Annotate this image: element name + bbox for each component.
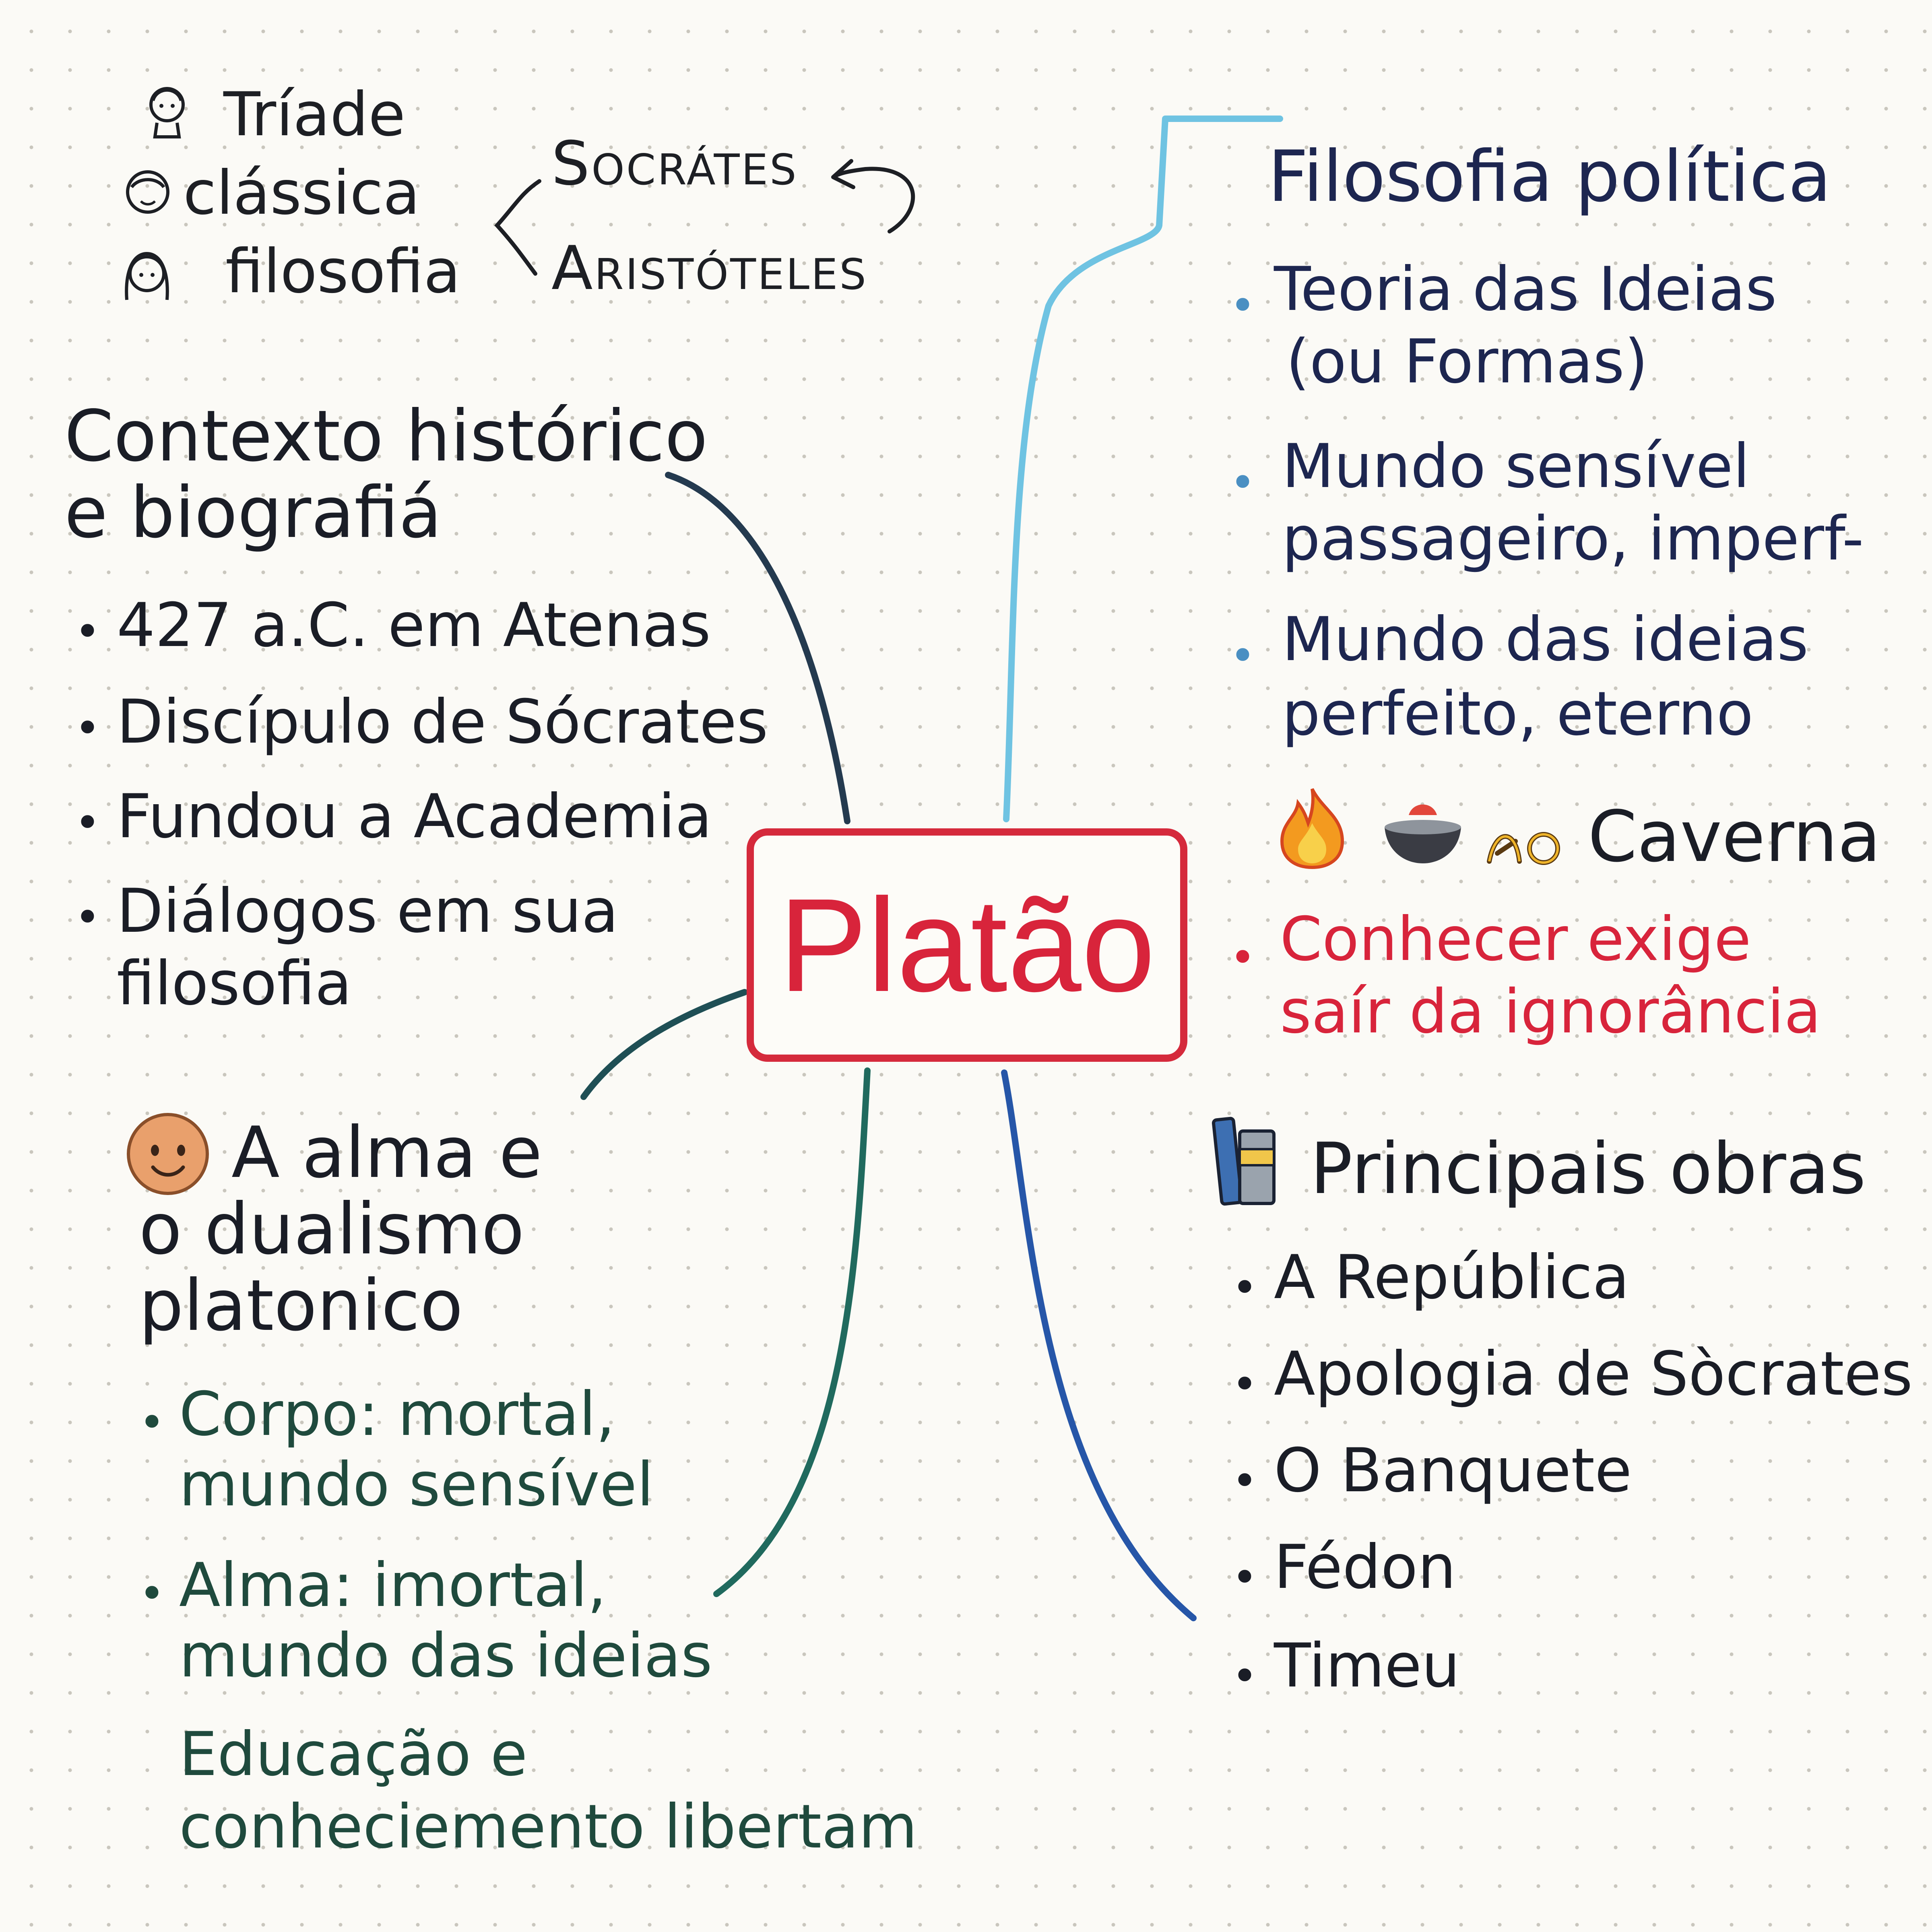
bullet-dot: • [1232,1358,1258,1410]
soul-footer-line-2: conheciemento libertam [179,1792,918,1862]
triad-line-1: Tríade [223,80,406,150]
central-title: Platão [778,871,1156,1019]
works-item-1: A República [1274,1243,1630,1313]
bullet-dot: • [74,797,101,848]
works-title: Principais obras [1310,1128,1866,1210]
fire-icon [1280,788,1344,869]
bullet-dot: • [1230,457,1256,508]
bullet-dot: • [1230,932,1256,983]
bullet-dot: • [1232,1455,1258,1507]
works-item-4: Fédon [1274,1532,1456,1602]
triad-return-arrow [831,159,915,233]
cave-glyph-icon [1487,832,1560,865]
soul-title-line-1: A alma e [231,1112,543,1194]
politics-item-3-line-1: Mundo das ideias [1282,605,1809,675]
bullet-dot: • [1230,280,1256,331]
branch-soul-lower [713,1067,871,1597]
bullet-dot: • [74,702,101,754]
soul-item-2-line-1: Alma: imortal, [179,1550,607,1620]
face-icon [126,170,169,214]
politics-item-2-line-2: passageiro, imperf- [1282,504,1864,574]
soul-item-1-line-1: Corpo: mortal, [179,1379,615,1449]
context-title-line-1: Contexto histórico [64,396,708,477]
works-item-2: Apologia de Sòcrates [1274,1339,1913,1409]
triad-person-socrates: Socrátes [551,129,798,199]
context-item-1: 427 a.C. em Atenas [117,590,711,661]
soul-title-line-2: o dualismo [139,1189,524,1270]
politics-title: Filosofia política [1268,136,1831,218]
bullet-dot: • [139,1397,165,1448]
central-node: Platão [747,828,1187,1062]
bullet-dot: • [1232,1262,1258,1313]
smiling-face-icon [127,1113,209,1195]
bullet-dot: • [139,1568,165,1619]
branch-politics [1003,116,1283,822]
cave-item-line-2: saír da ignorância [1280,977,1821,1047]
soul-item-2-line-2: mundo das ideias [179,1621,712,1691]
branch-soul-upper [580,989,748,1100]
politics-item-3-line-2: perfeito, eterno [1282,679,1754,749]
context-item-4-line-2: filosofia [117,949,352,1019]
bullet-dot: • [1232,1650,1258,1702]
context-title-line-2: e biografiá [64,472,442,554]
politics-item-1-line-2: (ou Formas) [1286,327,1648,397]
politics-item-1-line-1: Teoria das Ideias [1274,254,1777,324]
soul-item-1-line-2: mundo sensível [179,1450,654,1520]
woman-face-icon [149,87,185,138]
bullet-dot: • [1230,630,1256,681]
branch-context [665,472,850,824]
triad-brace [494,179,541,276]
soul-footer-line-1: Educação e [179,1719,528,1790]
cave-item-line-1: Conhecer exige [1280,904,1751,974]
bowl-icon [1385,804,1461,863]
cave-title: Caverna [1588,796,1881,878]
works-item-3: O Banquete [1274,1436,1632,1506]
context-item-4-line-1: Diálogos em sua [117,876,619,946]
bullet-dot: • [74,892,101,943]
soul-title-line-3: platonico [139,1265,463,1347]
bullet-dot: • [1232,1552,1258,1603]
bullet-dot: • [74,606,101,657]
context-item-3: Fundou a Academia [117,782,712,852]
woman-face-icon [125,252,169,300]
works-item-5: Timeu [1274,1631,1460,1701]
context-item-2: Discípulo de Sócrates [117,687,768,757]
politics-item-2-line-1: Mundo sensível [1282,431,1750,502]
books-icon [1212,1117,1276,1206]
triad-line-3: filosofia [225,237,461,307]
triad-line-2: clássica [183,158,420,228]
triad-person-aristoteles: Aristóteles [551,233,868,303]
branch-works [1001,1069,1197,1621]
